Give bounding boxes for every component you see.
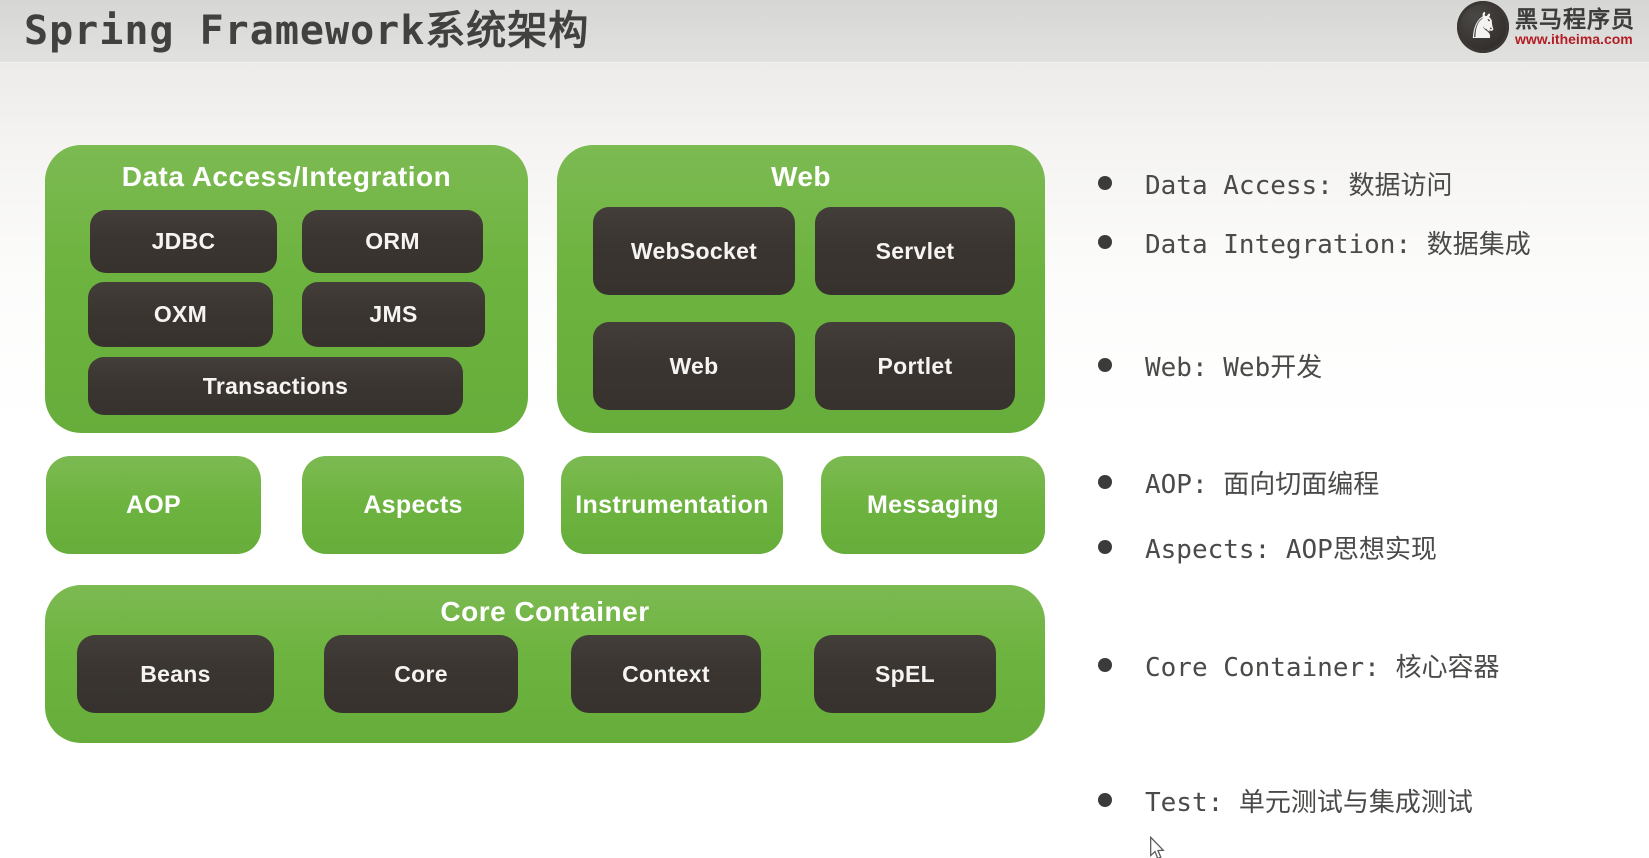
note-text: Test: 单元测试与集成测试	[1145, 787, 1473, 818]
bullet-icon	[1098, 176, 1112, 190]
note-item: Test: 单元测试与集成测试	[1098, 780, 1473, 820]
horse-icon: ♞	[1466, 6, 1500, 47]
core-container-title: Core Container	[440, 596, 650, 627]
web-box: Web WebSocket Servlet Web Portlet	[557, 145, 1045, 433]
bullet-icon	[1098, 235, 1112, 249]
bullet-icon	[1098, 475, 1112, 489]
web-module-box: Web	[593, 322, 795, 410]
note-item: AOP: 面向切面编程	[1098, 462, 1379, 502]
data-access-integration-title: Data Access/Integration	[121, 161, 452, 192]
data-access-integration-box: Data Access/Integration JDBC ORM OXM JMS…	[45, 145, 528, 433]
mouse-cursor-icon	[1148, 835, 1166, 858]
bullet-icon	[1098, 793, 1112, 807]
bullet-icon	[1098, 658, 1112, 672]
context-box: Context	[571, 635, 761, 713]
messaging-box: Messaging	[821, 456, 1045, 554]
servlet-box: Servlet	[815, 207, 1015, 295]
note-text: Data Integration: 数据集成	[1145, 229, 1531, 260]
horse-logo-circle: ♞	[1457, 1, 1509, 53]
jms-box: JMS	[302, 282, 485, 347]
brand-url: www.itheima.com	[1515, 31, 1633, 47]
core-container-box: Core Container Beans Core Context SpEL	[45, 585, 1045, 743]
note-item: Core Container: 核心容器	[1098, 645, 1499, 685]
page-title: Spring Framework系统架构	[24, 8, 590, 54]
portlet-box: Portlet	[815, 322, 1015, 410]
note-text: Data Access: 数据访问	[1145, 170, 1453, 201]
header-band	[0, 0, 1649, 63]
note-text: Core Container: 核心容器	[1145, 652, 1500, 683]
aop-box: AOP	[46, 456, 261, 554]
note-text: Aspects: AOP思想实现	[1145, 534, 1437, 565]
note-item: Data Access: 数据访问	[1098, 163, 1453, 203]
aspects-box: Aspects	[302, 456, 524, 554]
oxm-box: OXM	[88, 282, 273, 347]
web-title: Web	[770, 161, 832, 192]
brand-name: 黑马程序员	[1515, 6, 1635, 32]
logo-text: 黑马程序员 www.itheima.com	[1515, 7, 1635, 47]
note-text: Web: Web开发	[1145, 352, 1323, 383]
websocket-box: WebSocket	[593, 207, 795, 295]
note-item: Web: Web开发	[1098, 345, 1322, 385]
jdbc-box: JDBC	[90, 210, 277, 273]
core-box-item: Core	[324, 635, 518, 713]
note-item: Aspects: AOP思想实现	[1098, 527, 1437, 567]
itheima-logo: ♞ 黑马程序员 www.itheima.com	[1457, 1, 1635, 53]
beans-box: Beans	[77, 635, 274, 713]
spel-box: SpEL	[814, 635, 996, 713]
instrumentation-box: Instrumentation	[561, 456, 783, 554]
note-text: AOP: 面向切面编程	[1145, 469, 1380, 500]
bullet-icon	[1098, 540, 1112, 554]
bullet-icon	[1098, 358, 1112, 372]
orm-box: ORM	[302, 210, 483, 273]
note-item: Data Integration: 数据集成	[1098, 222, 1531, 262]
transactions-box: Transactions	[88, 357, 463, 415]
